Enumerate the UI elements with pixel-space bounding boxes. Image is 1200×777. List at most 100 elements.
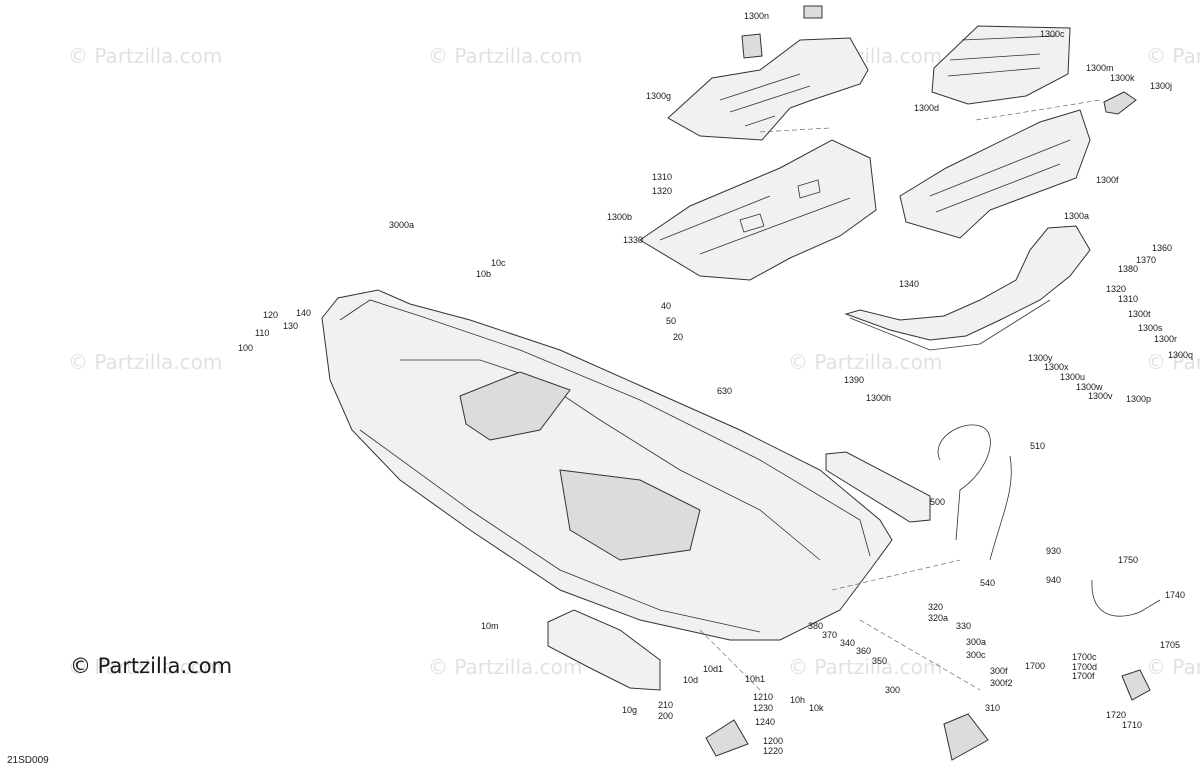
callout-1200[interactable]: 1200 [763, 736, 784, 746]
callout-20[interactable]: 20 [673, 332, 684, 342]
callout-1300c[interactable]: 1300c [1040, 29, 1065, 39]
callout-10c[interactable]: 10c [491, 258, 506, 268]
callout-110[interactable]: 110 [255, 328, 270, 338]
callout-1705[interactable]: 1705 [1160, 640, 1181, 650]
callout-1300v[interactable]: 1300v [1088, 391, 1113, 401]
callout-1700f[interactable]: 1700f [1072, 671, 1095, 681]
callout-1750[interactable]: 1750 [1118, 555, 1139, 565]
callout-1300n[interactable]: 1300n [744, 11, 770, 21]
callout-10h[interactable]: 10h [790, 695, 806, 705]
callout-10d[interactable]: 10d [683, 675, 699, 685]
callout-310[interactable]: 310 [985, 703, 1001, 713]
callout-1300h[interactable]: 1300h [866, 393, 892, 403]
callout-1210[interactable]: 1210 [753, 692, 774, 702]
callout-1310b[interactable]: 1310 [1118, 294, 1139, 304]
callout-140[interactable]: 140 [296, 308, 312, 318]
callout-1360[interactable]: 1360 [1152, 243, 1173, 253]
callout-320[interactable]: 320 [928, 602, 944, 612]
storage-cover-1300g [667, 37, 869, 141]
grille-1210 [943, 713, 989, 761]
callout-1220[interactable]: 1220 [763, 746, 784, 756]
callout-510[interactable]: 510 [1030, 441, 1046, 451]
callout-1300u[interactable]: 1300u [1060, 372, 1086, 382]
callout-10g[interactable]: 10g [622, 705, 638, 715]
callout-380[interactable]: 380 [808, 621, 824, 631]
callout-1300q[interactable]: 1300q [1168, 350, 1194, 360]
rear-cover-1300c [931, 25, 1071, 105]
callout-1700c[interactable]: 1700c [1072, 652, 1097, 662]
callout-130[interactable]: 130 [283, 321, 299, 331]
callout-300f[interactable]: 300f [990, 666, 1008, 676]
callout-1300s[interactable]: 1300s [1138, 323, 1163, 333]
callout-3000a[interactable]: 3000a [389, 220, 415, 230]
callout-1700d[interactable]: 1700d [1072, 662, 1098, 672]
callout-300f2[interactable]: 300f2 [990, 678, 1013, 688]
callout-630[interactable]: 630 [717, 386, 733, 396]
callout-300a[interactable]: 300a [966, 637, 987, 647]
callout-1710[interactable]: 1710 [1122, 720, 1143, 730]
cable-500 [937, 424, 991, 541]
callout-1300x[interactable]: 1300x [1044, 362, 1069, 372]
callout-930[interactable]: 930 [1046, 546, 1062, 556]
bracket-1300n-top [803, 5, 823, 19]
callout-500[interactable]: 500 [930, 497, 946, 507]
callout-1300d[interactable]: 1300d [914, 103, 940, 113]
callout-1300k[interactable]: 1300k [1110, 73, 1135, 83]
callout-1300m[interactable]: 1300m [1086, 63, 1114, 73]
callout-350[interactable]: 350 [872, 656, 888, 666]
callout-100[interactable]: 100 [238, 343, 254, 353]
side-rail-200 [547, 609, 661, 691]
callout-200[interactable]: 200 [658, 711, 674, 721]
callout-120[interactable]: 120 [263, 310, 279, 320]
fitting-1720 [1121, 669, 1151, 701]
deck-panel-1300b [639, 139, 877, 281]
callout-10h1[interactable]: 10h1 [745, 674, 766, 684]
callout-1340[interactable]: 1340 [899, 279, 920, 289]
callout-1300y[interactable]: 1300y [1028, 353, 1053, 363]
callout-540[interactable]: 540 [980, 578, 996, 588]
callout-340[interactable]: 340 [840, 638, 856, 648]
callout-210[interactable]: 210 [658, 700, 674, 710]
callout-1320b[interactable]: 1320 [1106, 284, 1127, 294]
callout-1300j[interactable]: 1300j [1150, 81, 1173, 91]
callout-1300t[interactable]: 1300t [1128, 309, 1151, 319]
callout-10d1[interactable]: 10d1 [703, 664, 724, 674]
callout-1310[interactable]: 1310 [652, 172, 673, 182]
callout-1370[interactable]: 1370 [1136, 255, 1157, 265]
hose-1740 [1091, 579, 1161, 617]
callout-10k[interactable]: 10k [809, 703, 824, 713]
callout-1390[interactable]: 1390 [844, 375, 865, 385]
callout-1300a[interactable]: 1300a [1064, 211, 1090, 221]
callout-1700[interactable]: 1700 [1025, 661, 1046, 671]
callout-300[interactable]: 300 [885, 685, 901, 695]
callout-40[interactable]: 40 [661, 301, 672, 311]
callout-1330[interactable]: 1330 [623, 235, 644, 245]
brand-copyright: © Partzilla.com [70, 654, 233, 678]
callout-940[interactable]: 940 [1046, 575, 1062, 585]
callout-1300r[interactable]: 1300r [1154, 334, 1178, 344]
grille-1200 [705, 719, 749, 757]
callout-1230[interactable]: 1230 [753, 703, 774, 713]
callout-10b[interactable]: 10b [476, 269, 492, 279]
callout-300c[interactable]: 300c [966, 650, 986, 660]
callout-330[interactable]: 330 [956, 621, 972, 631]
callout-50[interactable]: 50 [666, 316, 677, 326]
rear-frame-1300a [844, 225, 1091, 341]
callout-320a[interactable]: 320a [928, 613, 949, 623]
callout-1300p[interactable]: 1300p [1126, 394, 1152, 404]
callout-1720[interactable]: 1720 [1106, 710, 1127, 720]
drawing-code: 21SD009 [7, 755, 49, 766]
callout-10m[interactable]: 10m [481, 621, 499, 631]
callout-1300g[interactable]: 1300g [646, 91, 672, 101]
callout-1740[interactable]: 1740 [1165, 590, 1186, 600]
callout-1380[interactable]: 1380 [1118, 264, 1139, 274]
callout-1300w[interactable]: 1300w [1076, 382, 1103, 392]
callout-370[interactable]: 370 [822, 630, 838, 640]
callout-1300f[interactable]: 1300f [1096, 175, 1119, 185]
callout-1300b[interactable]: 1300b [607, 212, 633, 222]
callout-1320[interactable]: 1320 [652, 186, 673, 196]
callout-1240[interactable]: 1240 [755, 717, 776, 727]
callout-360[interactable]: 360 [856, 646, 872, 656]
